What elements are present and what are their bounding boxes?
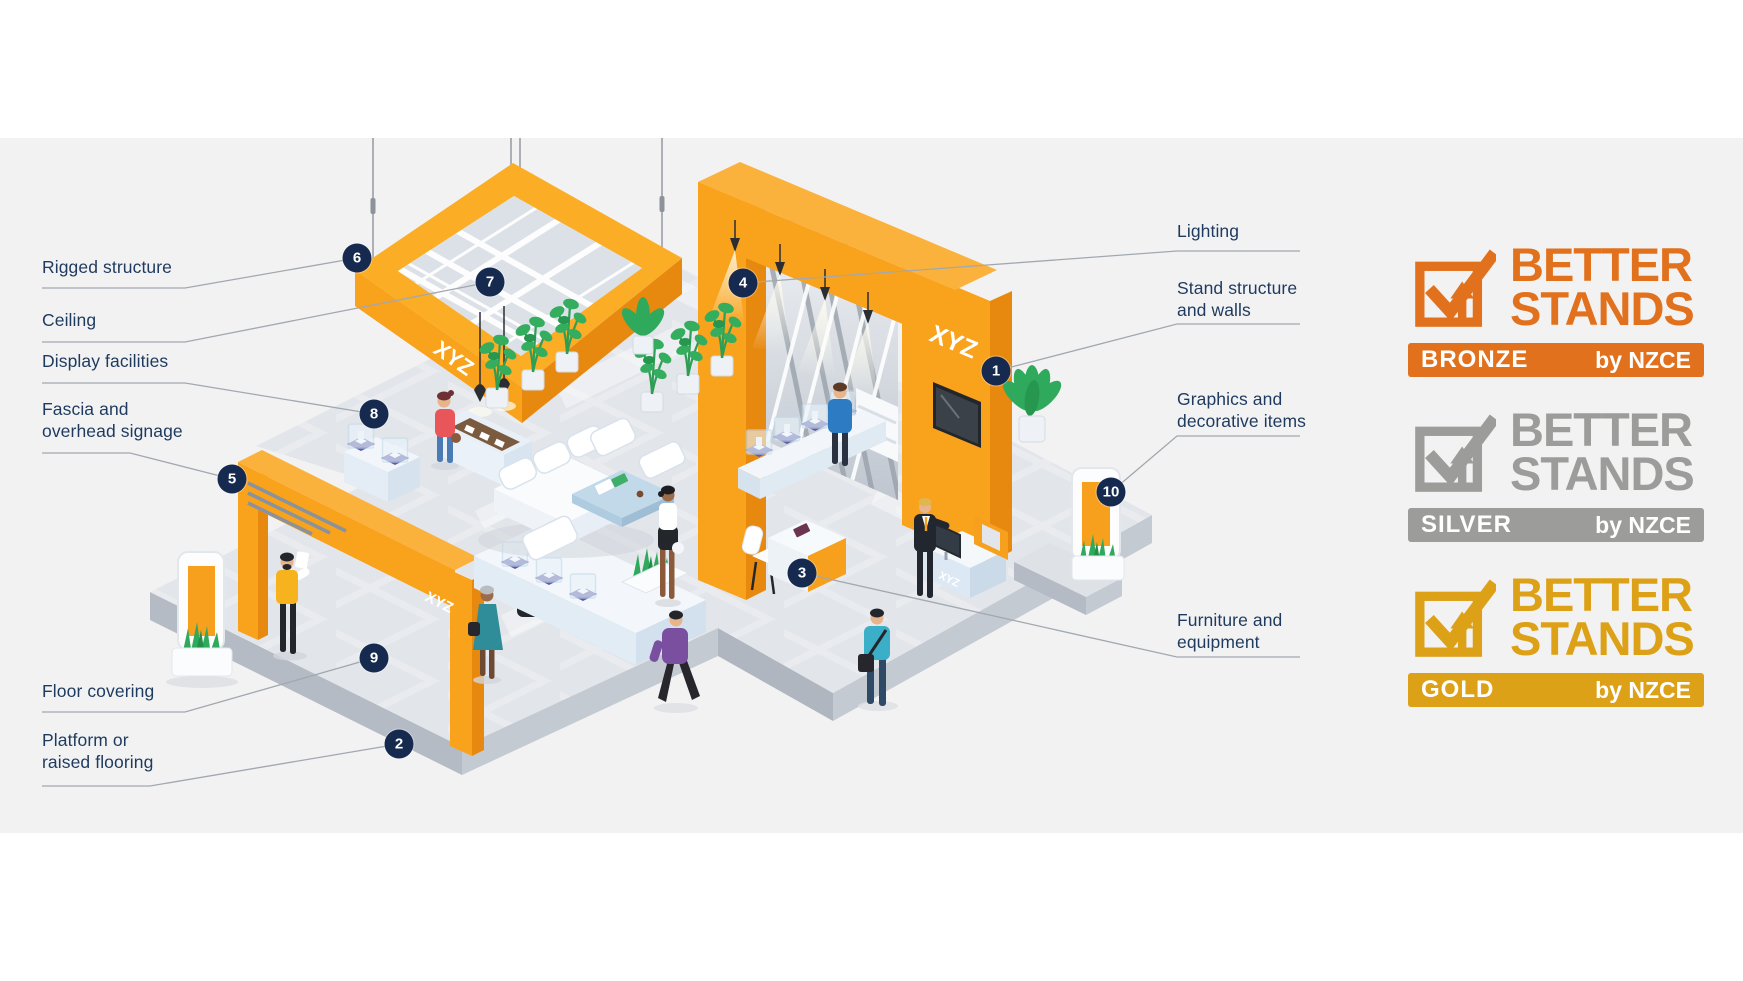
callout-badge-9: 9 xyxy=(359,643,389,673)
callout-label-display-facilities: Display facilities xyxy=(42,351,169,371)
callout-label-furniture: Furniture and equipment xyxy=(1177,610,1283,652)
display-pedestal xyxy=(344,424,420,502)
leafy-plant-back xyxy=(621,297,665,355)
callout-badge-8: 8 xyxy=(359,399,389,429)
callout-leader-lines xyxy=(42,250,1300,787)
cert-level-bar: BRONZE by NZCE xyxy=(1408,343,1704,377)
cert-level: GOLD xyxy=(1421,676,1495,703)
callout-badge-7: 7 xyxy=(475,267,505,297)
cert-byline: by NZCE xyxy=(1595,511,1691,538)
fascia-gate: XYZ xyxy=(238,450,484,756)
person-man-blue xyxy=(828,382,852,466)
person-woman-teal-dress xyxy=(468,585,503,684)
callout-label-platform: Platform or raised flooring xyxy=(42,730,154,772)
person-woman-white-black xyxy=(655,485,684,607)
reception-desk-right: XYZ xyxy=(926,516,1008,598)
callout-label-rigged-structure: Rigged structure xyxy=(42,257,172,277)
check-square-arrow-icon xyxy=(1408,246,1496,334)
cert-level: BRONZE xyxy=(1421,346,1529,373)
callout-badge-6: 6 xyxy=(342,243,372,273)
check-square-arrow-icon xyxy=(1408,576,1496,664)
check-square-arrow-icon xyxy=(1408,411,1496,499)
cert-byline: by NZCE xyxy=(1595,676,1691,703)
callout-badge-10: 10 xyxy=(1096,477,1126,507)
people xyxy=(273,382,950,713)
callout-label-graphics: Graphics and decorative items xyxy=(1177,389,1307,431)
person-man-suit xyxy=(914,498,950,598)
person-woman-red xyxy=(431,390,461,470)
cert-level: SILVER xyxy=(1421,511,1512,538)
callout-label-stand-structure: Stand structure and walls xyxy=(1177,278,1298,320)
callout-label-fascia: Fascia and overhead signage xyxy=(42,399,183,441)
leafy-plant-right xyxy=(1002,365,1062,443)
callout-label-ceiling: Ceiling xyxy=(42,310,97,330)
cert-level-bar: SILVER by NZCE xyxy=(1408,508,1704,542)
tv-screen xyxy=(933,382,981,448)
callout-badge-1: 1 xyxy=(981,356,1011,386)
cert-byline: by NZCE xyxy=(1595,346,1691,373)
callout-badge-4: 4 xyxy=(728,268,758,298)
callout-label-lighting: Lighting xyxy=(1177,221,1240,241)
person-man-teal-bag xyxy=(858,608,898,711)
potted-plants xyxy=(478,297,1062,443)
cert-level-bar: GOLD by NZCE xyxy=(1408,673,1704,707)
callout-label-floor-covering: Floor covering xyxy=(42,681,155,701)
callout-badge-2: 2 xyxy=(384,729,414,759)
callout-badge-5: 5 xyxy=(217,464,247,494)
banner-stand-left xyxy=(166,551,238,688)
fascia-signage-lines xyxy=(247,481,347,536)
coffee-table xyxy=(572,470,674,527)
person-man-vest xyxy=(273,551,310,661)
person-man-purple xyxy=(649,610,700,713)
callout-badge-3: 3 xyxy=(787,558,817,588)
